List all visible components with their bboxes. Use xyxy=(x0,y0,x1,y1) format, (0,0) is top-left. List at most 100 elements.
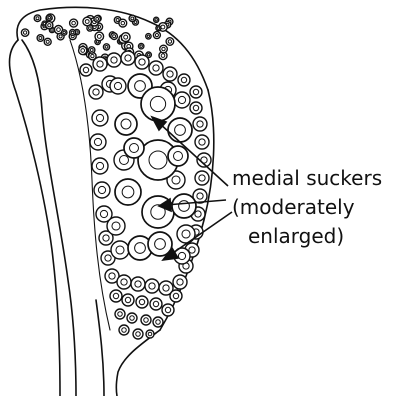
tip-sucker-aperture xyxy=(155,19,157,21)
annotation: medial suckers (moderately enlarged) xyxy=(232,166,382,248)
marginal-sucker-aperture xyxy=(83,67,88,72)
medial-sucker-aperture xyxy=(130,144,139,153)
annotation-line-3: enlarged) xyxy=(248,224,344,248)
tip-sucker-aperture xyxy=(89,27,92,30)
tip-sucker-aperture xyxy=(63,31,65,33)
tip-sucker-aperture xyxy=(140,45,142,47)
tip-sucker-aperture xyxy=(36,17,39,20)
marginal-sucker-aperture xyxy=(165,307,170,312)
tip-sucker-aperture xyxy=(46,40,49,43)
tip-sucker-aperture xyxy=(72,21,76,25)
marginal-sucker-aperture xyxy=(178,96,185,103)
marginal-sucker-aperture xyxy=(197,121,203,127)
tip-sucker-aperture xyxy=(59,35,62,38)
medial-sucker-aperture xyxy=(174,152,183,161)
tip-sucker-aperture xyxy=(147,35,149,37)
tip-sucker-aperture xyxy=(96,17,99,20)
stalk-inner-line xyxy=(96,300,104,396)
tip-sucker-aperture xyxy=(121,21,125,25)
medial-sucker-aperture xyxy=(155,239,166,250)
medial-sucker-aperture xyxy=(175,125,186,136)
marginal-sucker-aperture xyxy=(156,320,161,325)
tip-sucker-aperture xyxy=(147,54,150,57)
sucker-field xyxy=(21,14,211,339)
marginal-sucker-aperture xyxy=(114,82,121,89)
marginal-sucker-aperture xyxy=(173,293,178,298)
marginal-sucker-aperture xyxy=(195,211,201,217)
marginal-sucker-aperture xyxy=(120,156,129,165)
medial-sucker-aperture xyxy=(122,186,134,198)
marginal-sucker-aperture xyxy=(96,114,103,121)
medial-sucker-aperture xyxy=(149,151,167,169)
marginal-sucker-aperture xyxy=(199,175,205,181)
tip-sucker-aperture xyxy=(51,29,53,31)
tip-sucker-aperture xyxy=(81,49,85,53)
tip-sucker-aperture xyxy=(91,54,94,57)
marginal-sucker-aperture xyxy=(172,176,180,184)
tip-sucker-aperture xyxy=(157,27,159,29)
tip-sucker-aperture xyxy=(116,19,119,22)
tip-sucker-aperture xyxy=(57,28,61,32)
marginal-sucker-aperture xyxy=(113,293,118,298)
marginal-sucker-aperture xyxy=(139,59,145,65)
marginal-sucker-aperture xyxy=(100,210,107,217)
medial-sucker-aperture xyxy=(135,243,146,254)
marginal-sucker-aperture xyxy=(93,89,99,95)
marginal-sucker-aperture xyxy=(197,193,203,199)
marginal-sucker-aperture xyxy=(125,297,130,302)
marginal-sucker-aperture xyxy=(144,318,149,323)
tip-sucker-aperture xyxy=(105,46,108,49)
marginal-sucker-aperture xyxy=(96,162,103,169)
tip-sucker-aperture xyxy=(85,20,89,24)
marginal-sucker-aperture xyxy=(112,222,120,230)
medial-sucker-aperture xyxy=(150,96,165,111)
stalk-left-edge xyxy=(10,40,61,396)
tip-sucker-aperture xyxy=(155,34,158,37)
tip-sucker-aperture xyxy=(48,16,50,18)
marginal-sucker-aperture xyxy=(116,246,124,254)
marginal-sucker-aperture xyxy=(111,57,117,63)
medial-sucker-aperture xyxy=(121,119,131,129)
marginal-sucker-aperture xyxy=(182,230,190,238)
tip-sucker-aperture xyxy=(97,34,101,38)
tip-sucker-aperture xyxy=(23,31,26,34)
marginal-sucker-aperture xyxy=(193,105,198,110)
marginal-sucker-aperture xyxy=(148,332,152,336)
marginal-sucker-aperture xyxy=(135,281,141,287)
tip-sucker-aperture xyxy=(48,24,51,27)
marginal-sucker-aperture xyxy=(136,332,141,337)
marginal-sucker-aperture xyxy=(125,55,131,61)
marginal-sucker-aperture xyxy=(109,273,115,279)
stalk-right-edge xyxy=(116,330,160,396)
tip-sucker-aperture xyxy=(113,35,116,38)
marginal-sucker-aperture xyxy=(105,255,111,261)
marginal-sucker-aperture xyxy=(153,65,159,71)
marginal-sucker-aperture xyxy=(118,312,123,317)
tip-sucker-aperture xyxy=(131,17,134,20)
marginal-sucker-aperture xyxy=(178,252,185,259)
tip-sucker-aperture xyxy=(124,35,128,39)
marginal-sucker-aperture xyxy=(199,139,205,145)
tip-sucker-aperture xyxy=(90,49,93,52)
marginal-sucker-aperture xyxy=(149,283,155,289)
marginal-sucker-aperture xyxy=(167,71,173,77)
tip-sucker-aperture xyxy=(71,31,74,34)
marginal-sucker-aperture xyxy=(103,235,109,241)
medial-sucker-aperture xyxy=(135,81,146,92)
annotation-line-2: (moderately xyxy=(232,195,355,219)
membrane-inner-edge xyxy=(22,40,76,396)
marginal-sucker-aperture xyxy=(153,301,158,306)
annotation-line-1: medial suckers xyxy=(232,166,382,190)
tip-sucker-aperture xyxy=(162,47,165,50)
marginal-sucker-aperture xyxy=(139,299,144,304)
marginal-sucker-aperture xyxy=(130,316,135,321)
tip-sucker-aperture xyxy=(39,37,42,40)
marginal-sucker-aperture xyxy=(94,138,101,145)
marginal-sucker-aperture xyxy=(122,328,127,333)
marginal-sucker-aperture xyxy=(163,285,169,291)
marginal-sucker-aperture xyxy=(181,77,186,82)
tip-sucker-aperture xyxy=(168,40,171,43)
marginal-sucker-aperture xyxy=(193,89,198,94)
marginal-sucker-aperture xyxy=(98,186,105,193)
